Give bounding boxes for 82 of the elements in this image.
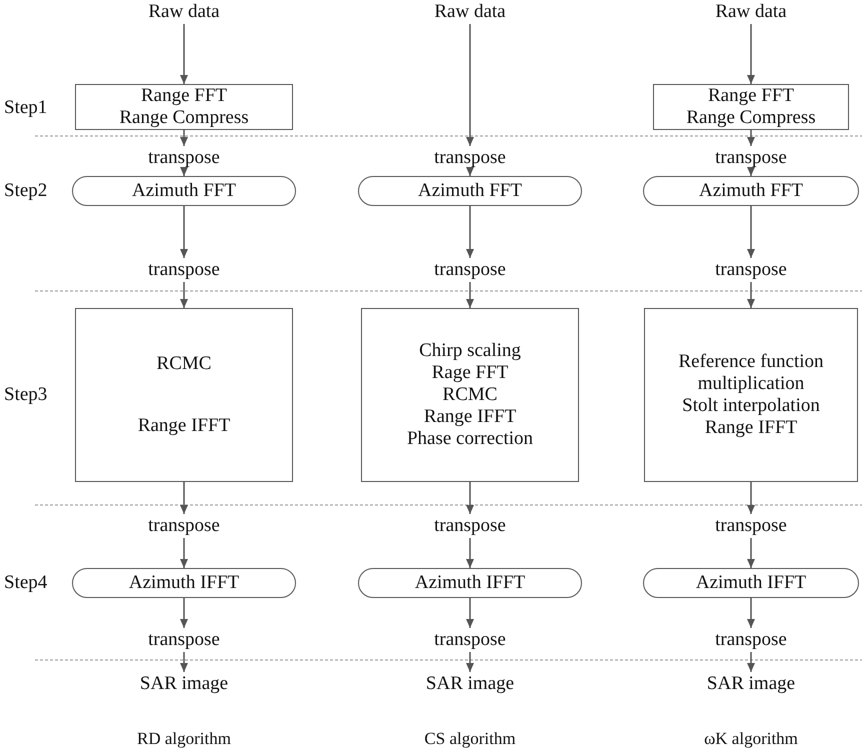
rounded-process-box: [643, 176, 859, 206]
rounded-process-box: [72, 568, 296, 598]
node-label: Range Compress: [119, 107, 249, 129]
node-label: Stolt interpolation: [682, 395, 820, 417]
node-label: Azimuth FFT: [418, 180, 522, 202]
arrow: [466, 282, 474, 308]
arrow: [747, 206, 755, 258]
node-label: transpose: [715, 629, 787, 651]
arrow: [466, 598, 474, 628]
arrow: [466, 652, 474, 672]
arrow: [180, 167, 188, 176]
arrow: [466, 482, 474, 514]
process-box: [361, 308, 579, 482]
arrow: [180, 130, 188, 146]
rounded-process-box: [643, 568, 859, 598]
node-label: Azimuth IFFT: [128, 572, 240, 594]
step-label: Step4: [4, 572, 48, 594]
arrow: [180, 206, 188, 258]
arrow: [466, 167, 474, 176]
node-label: transpose: [715, 147, 787, 169]
arrow: [747, 24, 755, 84]
step-label: Step1: [4, 97, 48, 119]
arrow: [180, 24, 188, 84]
arrow: [747, 538, 755, 568]
arrow: [466, 538, 474, 568]
node-label: Range IFFT: [138, 415, 230, 437]
arrow: [466, 206, 474, 258]
node-label: transpose: [434, 515, 506, 537]
node-label: Raw data: [715, 1, 787, 23]
rounded-process-box: [72, 176, 296, 206]
node-label: transpose: [148, 259, 220, 281]
node-label: transpose: [148, 515, 220, 537]
algorithm-caption: CS algorithm: [423, 728, 517, 750]
node-label: transpose: [148, 629, 220, 651]
arrow: [180, 538, 188, 568]
node-label: Range FFT: [708, 85, 794, 107]
step-label: Step3: [4, 384, 48, 406]
node-label: Azimuth FFT: [699, 180, 803, 202]
arrow: [747, 652, 755, 672]
process-box: [75, 84, 293, 130]
node-label: transpose: [434, 259, 506, 281]
step-label: Step2: [4, 180, 48, 202]
node-label: Azimuth FFT: [132, 180, 236, 202]
node-label: Range FFT: [140, 85, 228, 107]
arrow: [747, 598, 755, 628]
node-label: Azimuth IFFT: [696, 572, 806, 594]
node-label: Raw data: [148, 1, 220, 23]
arrow: [180, 652, 188, 672]
rounded-process-box: [358, 176, 582, 206]
process-box: [644, 308, 858, 482]
node-label: Range Compress: [686, 107, 816, 129]
node-label: transpose: [434, 147, 506, 169]
algorithm-caption: ωK algorithm: [703, 728, 799, 750]
arrow: [180, 598, 188, 628]
process-box: [75, 308, 293, 482]
node-label: SAR image: [140, 673, 228, 695]
node-label: transpose: [715, 259, 787, 281]
arrow: [747, 282, 755, 308]
node-label: Rage FFT: [432, 362, 508, 384]
node-label: Range IFFT: [424, 406, 516, 428]
node-label: SAR image: [426, 673, 514, 695]
arrow: [180, 282, 188, 308]
node-label: transpose: [148, 147, 220, 169]
node-label: Chirp scaling: [419, 340, 521, 362]
node-label: Range IFFT: [704, 417, 798, 439]
node-label: SAR image: [706, 673, 796, 695]
node-label: RCMC: [442, 384, 498, 406]
node-label: Azimuth IFFT: [414, 572, 526, 594]
algorithm-caption: RD algorithm: [136, 728, 232, 750]
arrow: [747, 167, 755, 176]
arrow: [180, 482, 188, 514]
rounded-process-box: [358, 568, 582, 598]
node-label: RCMC: [156, 353, 212, 375]
arrow: [747, 482, 755, 514]
node-label: Raw data: [434, 1, 506, 23]
node-label: Phase correction: [406, 428, 534, 450]
arrow: [747, 130, 755, 146]
arrow: [466, 24, 474, 146]
node-label: transpose: [434, 629, 506, 651]
node-label: transpose: [715, 515, 787, 537]
process-box: [653, 84, 849, 130]
node-label: Reference function multiplication: [677, 351, 825, 395]
